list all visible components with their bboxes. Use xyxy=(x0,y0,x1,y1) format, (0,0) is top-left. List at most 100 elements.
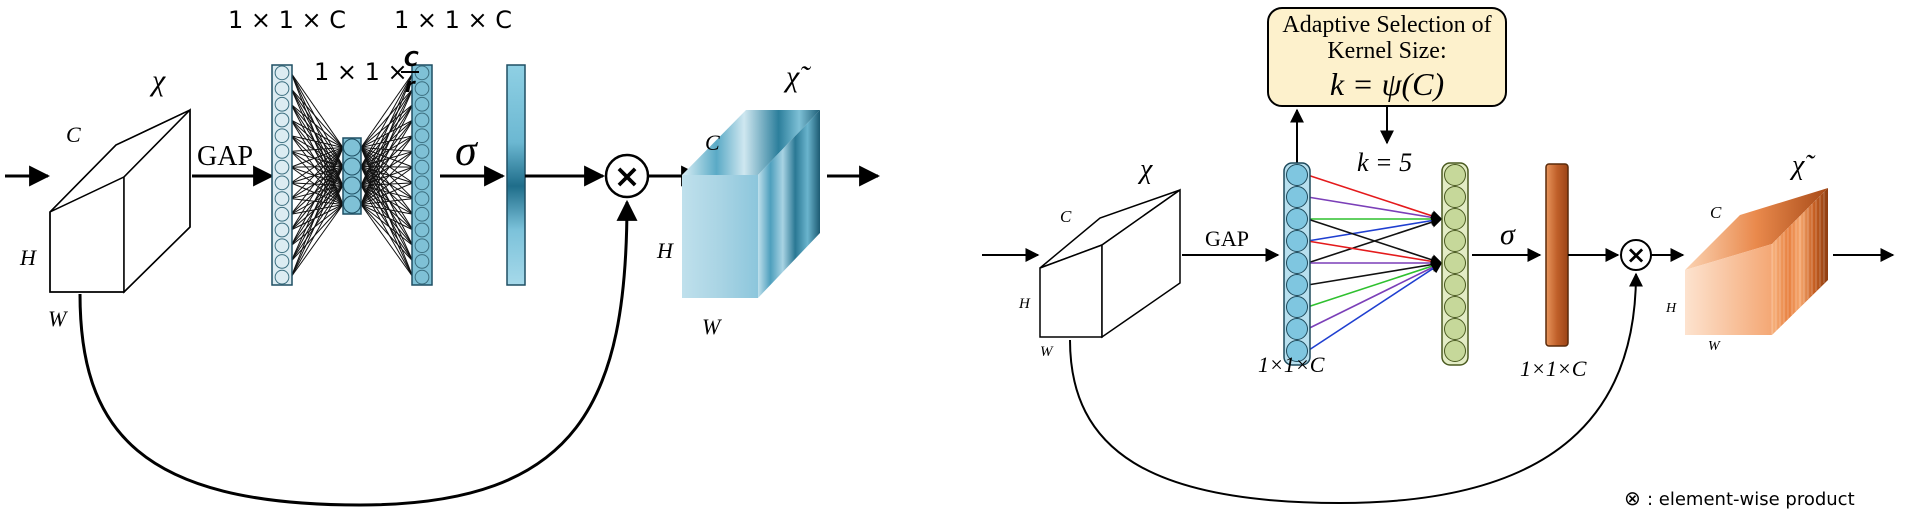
se-fc-bottleneck-neuron xyxy=(343,176,361,195)
se-input-dim-h: H xyxy=(19,245,37,270)
se-fc-bottleneck-neuron xyxy=(343,195,361,214)
se-fc-connection xyxy=(290,147,344,246)
eca-multiply-symbol: × xyxy=(1626,241,1646,269)
se-fc-connection xyxy=(360,103,414,148)
eca-scale-bar xyxy=(1545,163,1569,347)
se-fc-connection xyxy=(290,166,344,262)
eca-gap-neuron xyxy=(1286,208,1308,230)
eca-gap-neuron xyxy=(1286,252,1308,274)
eca-input-dim-h: H xyxy=(1018,296,1031,312)
se-fc-neuron xyxy=(414,128,430,144)
se-fc-connection xyxy=(360,185,414,231)
se-fc-connection xyxy=(360,147,414,168)
se-fc-connection xyxy=(360,72,414,148)
eca-conv-neuron xyxy=(1444,318,1466,340)
se-fc-connection xyxy=(290,204,344,231)
eca-input-dim-w: W xyxy=(1040,344,1054,360)
se-fc-connection xyxy=(360,185,414,278)
se-fc-neuron xyxy=(274,238,290,254)
se-fc-connection xyxy=(360,166,414,262)
se-fc-connection xyxy=(290,147,344,262)
se-fc-neuron xyxy=(414,144,430,159)
eca-conv-neuron xyxy=(1444,274,1466,296)
eca-kernel-box-line1: Adaptive Selection of xyxy=(1282,11,1492,38)
eca-conv-neuron xyxy=(1444,230,1466,252)
se-gap-label: GAP xyxy=(197,141,253,172)
se-fc-bottleneck-neuron xyxy=(343,157,361,176)
se-fc-neuron xyxy=(414,254,430,269)
se-fc-connection xyxy=(360,198,414,205)
se-output-label: χ̃ xyxy=(783,60,811,93)
se-fc-connection xyxy=(360,147,414,152)
eca-conv-neuron xyxy=(1444,296,1466,318)
se-fc-connection xyxy=(290,185,344,247)
eca-kernel-connection xyxy=(1307,260,1443,308)
eca-kernel-box-formula: k = ψ(C) xyxy=(1329,65,1445,102)
se-output-dim-h: H xyxy=(656,238,674,263)
eca-kernel-size-text: Adaptive Selection of Kernel Size: k = ψ… xyxy=(1268,8,1506,106)
se-fc-connection xyxy=(360,166,414,246)
se-fc-connection xyxy=(290,147,344,168)
eca-skip-connection xyxy=(1069,272,1643,505)
se-fc-connection xyxy=(360,147,414,215)
se-fc-bottleneck-denominator: r xyxy=(405,73,416,97)
se-fc-connection xyxy=(290,103,344,148)
se-fc-neuron xyxy=(274,222,290,238)
eca-conv-neuron xyxy=(1444,164,1466,186)
se-output-tensor xyxy=(682,110,820,298)
se-scale-bar xyxy=(506,64,526,286)
se-fc-connection xyxy=(290,147,344,278)
se-fc-connection xyxy=(290,147,344,199)
se-fc-connection xyxy=(290,185,344,215)
eca-output-dim-w: W xyxy=(1708,339,1721,354)
se-fc-connection xyxy=(290,166,344,246)
se-fc-connection xyxy=(360,147,414,262)
se-fc-connection xyxy=(290,166,344,278)
eca-kernel-connection xyxy=(1307,174,1443,222)
se-output-dim-c: C xyxy=(705,130,720,155)
se-fc-connection xyxy=(360,166,414,231)
eca-col1-label: 1×1×C xyxy=(1258,352,1325,377)
se-output-dim-w: W xyxy=(702,314,722,339)
eca-output-dim-h: H xyxy=(1665,301,1677,316)
eca-gap-neuron xyxy=(1286,164,1308,186)
eca-gap-neuron xyxy=(1286,296,1308,318)
se-fc-bottleneck-prefix: 1 × 1 × xyxy=(314,58,408,86)
se-fc-neuron xyxy=(274,81,290,96)
se-fc-connection xyxy=(290,185,344,200)
se-input-tensor xyxy=(49,108,191,294)
se-fc-connection xyxy=(360,204,414,247)
se-fc-neuron xyxy=(414,81,430,96)
eca-kernel-connection xyxy=(1307,262,1443,330)
eca-conv-neuron xyxy=(1444,340,1466,362)
eca-gap-neuron xyxy=(1286,230,1308,252)
se-fc-connection xyxy=(290,166,344,199)
se-fc-connection xyxy=(290,147,344,152)
eca-input-dim-c: C xyxy=(1060,207,1072,226)
eca-conv-neuron xyxy=(1444,208,1466,230)
eca-kernel-connection xyxy=(1307,259,1443,286)
se-fc-connection xyxy=(290,166,344,231)
se-fc-connection xyxy=(290,185,344,231)
legend-text: : element-wise product xyxy=(1647,489,1855,510)
se-fc-connection xyxy=(360,185,414,200)
se-fc-neuron xyxy=(414,269,430,285)
se-fc-connection xyxy=(360,147,414,199)
se-fc-connection xyxy=(290,88,344,148)
eca-kernel-connection xyxy=(1307,240,1443,267)
se-input-label: χ xyxy=(149,64,166,97)
eca-block-diagram: χ C H W GAP k = 5 1×1×C σ 1×1×C × χ̃ C H xyxy=(982,7,1895,505)
se-fc-connection xyxy=(360,88,414,148)
se-fc-connection xyxy=(290,72,344,148)
se-fc-connection xyxy=(360,204,414,262)
se-fc-neuron xyxy=(414,222,430,238)
eca-col2-label: 1×1×C xyxy=(1520,356,1587,381)
se-fc-connection xyxy=(360,204,414,215)
se-fc-connection xyxy=(290,204,344,278)
eca-sigma-label: σ xyxy=(1500,218,1516,251)
eca-input-label: χ xyxy=(1137,154,1153,185)
se-fc-neuron xyxy=(414,159,430,175)
se-fc-connection xyxy=(290,198,344,205)
se-fc-neuron xyxy=(414,112,430,128)
se-fc-connection xyxy=(360,119,414,148)
